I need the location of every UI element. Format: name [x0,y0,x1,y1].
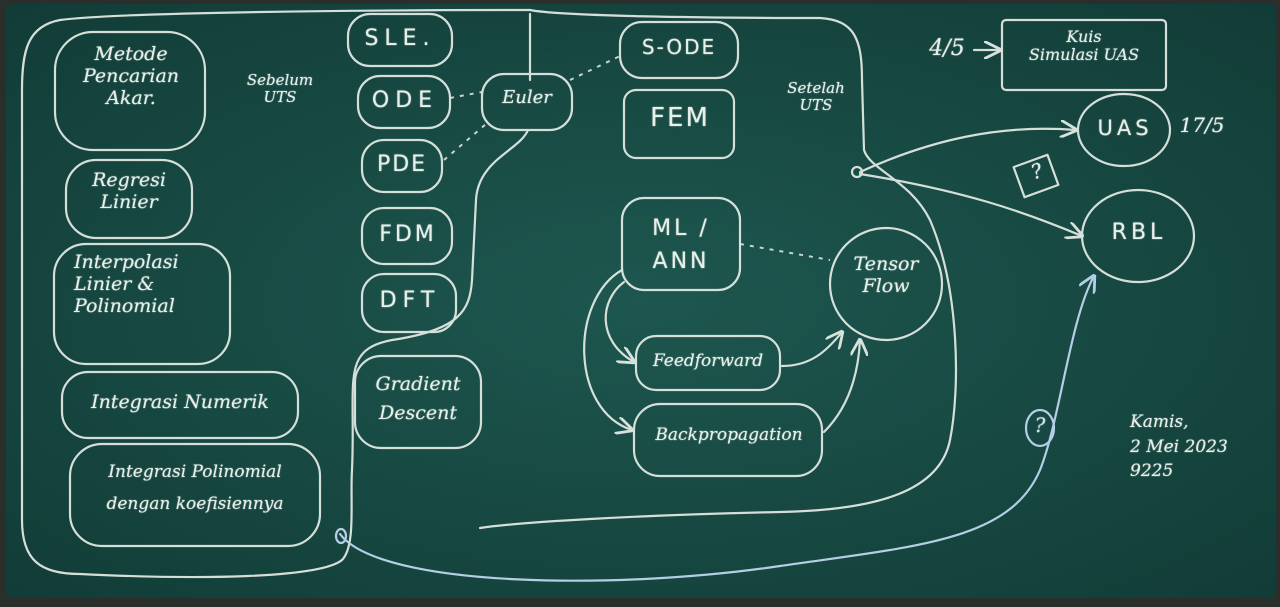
node-dot-after [850,165,864,179]
blue-route-to-rbl [338,276,1094,582]
arrow-ml-feedforward [604,280,634,362]
outer-loop-before-uts [20,8,532,579]
board-surface [6,4,1276,598]
date-4-5: 4/5 [929,36,965,61]
topic-regresi: Regresi Linier [92,169,166,213]
box-fdm [360,206,454,266]
blue-question-circle [1024,408,1056,448]
topic-pde: PDE [376,152,428,177]
box-integrasi-numerik [60,370,300,440]
topic-gradient-descent: Gradient Descent [375,373,461,424]
box-sode [618,20,740,80]
topic-tensorflow: Tensor Flow [853,253,919,297]
topic-interpolasi: Interpolasi Linier & Polinomial [74,251,179,317]
topic-feedforward: Feedforward [652,351,764,371]
outer-loop-after-uts [478,8,958,530]
box-euler [480,72,574,132]
box-interpolasi [52,242,232,366]
arrow-to-uas [858,129,1076,174]
date-17-5: 17/5 [1179,113,1225,137]
box-gradient [353,354,483,450]
circle-tensorflow [828,226,944,342]
box-fem [622,88,736,160]
topic-fem: FEM [650,103,710,133]
box-question-tilt [1012,153,1060,199]
topic-metode: Metode Pencarian Akar. [82,43,180,109]
topic-rbl: RBL [1111,220,1167,245]
box-dft [360,272,458,334]
topic-sle: SLE. [364,26,436,51]
label-sebelum-uts: Sebelum UTS [246,71,314,107]
topic-euler: Euler [502,87,552,108]
topic-uas: UAS [1097,116,1153,140]
topic-integrasi-numerik: Integrasi Numerik [91,391,269,413]
topic-backpropagation: Backpropagation [655,425,803,445]
topic-integrasi-polinomial: Integrasi Polinomial dengan koefisiennya [106,462,284,515]
label-setelah-uts: Setelah UTS [787,79,845,115]
arrow-ml-backprop [583,268,632,430]
box-pde [360,138,444,194]
node-dot-before [334,527,348,545]
topic-fdm: FDM [379,222,437,247]
note-kuis-simulasi-uas: Kuis Simulasi UAS [1028,27,1140,65]
arrow-feedforward-tf [780,332,842,368]
box-sle [346,12,454,68]
box-integrasi-polinomial [68,442,322,548]
signature-date: Kamis, 2 Mei 2023 9225 [1130,412,1228,482]
arrow-backprop-tf [822,340,860,434]
topic-ml-ann: ML / ANN [652,216,710,274]
box-metode [53,30,207,152]
box-backprop [632,402,824,478]
topic-s-ode: S-ODE [641,35,717,59]
box-kuis [1000,18,1168,92]
box-ode [356,74,452,130]
topic-dft: DFT [379,288,441,313]
topic-ode: ODE [371,88,439,113]
box-regresi [64,158,194,240]
arrow-to-rbl [858,172,1082,236]
question-mark-blue: ? [1034,413,1046,437]
